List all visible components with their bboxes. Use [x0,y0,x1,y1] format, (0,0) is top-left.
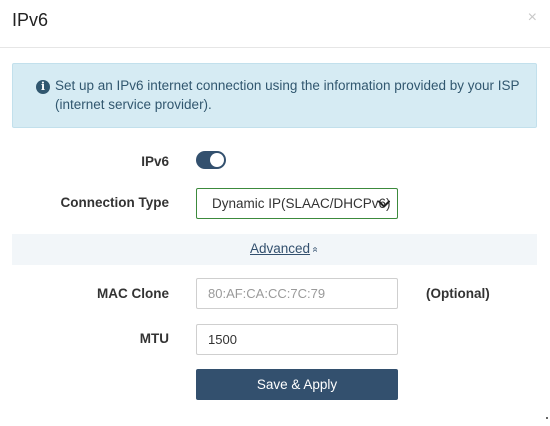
save-apply-button[interactable]: Save & Apply [196,369,398,400]
info-circle-icon: i [36,80,50,94]
advanced-section-bar: Advanced» [12,234,537,265]
mac-clone-input[interactable] [196,278,398,309]
info-text: Set up an IPv6 internet connection using… [55,78,520,112]
ipv6-label: IPv6 [141,154,169,169]
connection-type-value: Dynamic IP(SLAAC/DHCPv6) [212,196,391,211]
resize-corner-mark [546,417,548,419]
close-icon[interactable]: × [527,9,537,26]
advanced-label: Advanced [250,241,311,256]
connection-type-label: Connection Type [60,195,169,210]
double-chevron-up-icon: » [309,246,321,253]
advanced-toggle-link[interactable]: Advanced» [250,241,321,256]
toggle-knob [210,153,224,167]
chevron-down-icon [378,200,390,208]
mtu-label: MTU [139,331,169,346]
connection-type-select[interactable]: Dynamic IP(SLAAC/DHCPv6) [196,188,398,219]
info-banner: i Set up an IPv6 internet connection usi… [12,63,537,128]
mtu-input[interactable] [196,324,398,355]
mac-clone-label: MAC Clone [97,286,169,301]
dialog-title: IPv6 [12,10,49,30]
ipv6-toggle[interactable] [196,151,226,169]
dialog-header: IPv6 × [0,0,550,48]
optional-hint: (Optional) [426,286,490,301]
